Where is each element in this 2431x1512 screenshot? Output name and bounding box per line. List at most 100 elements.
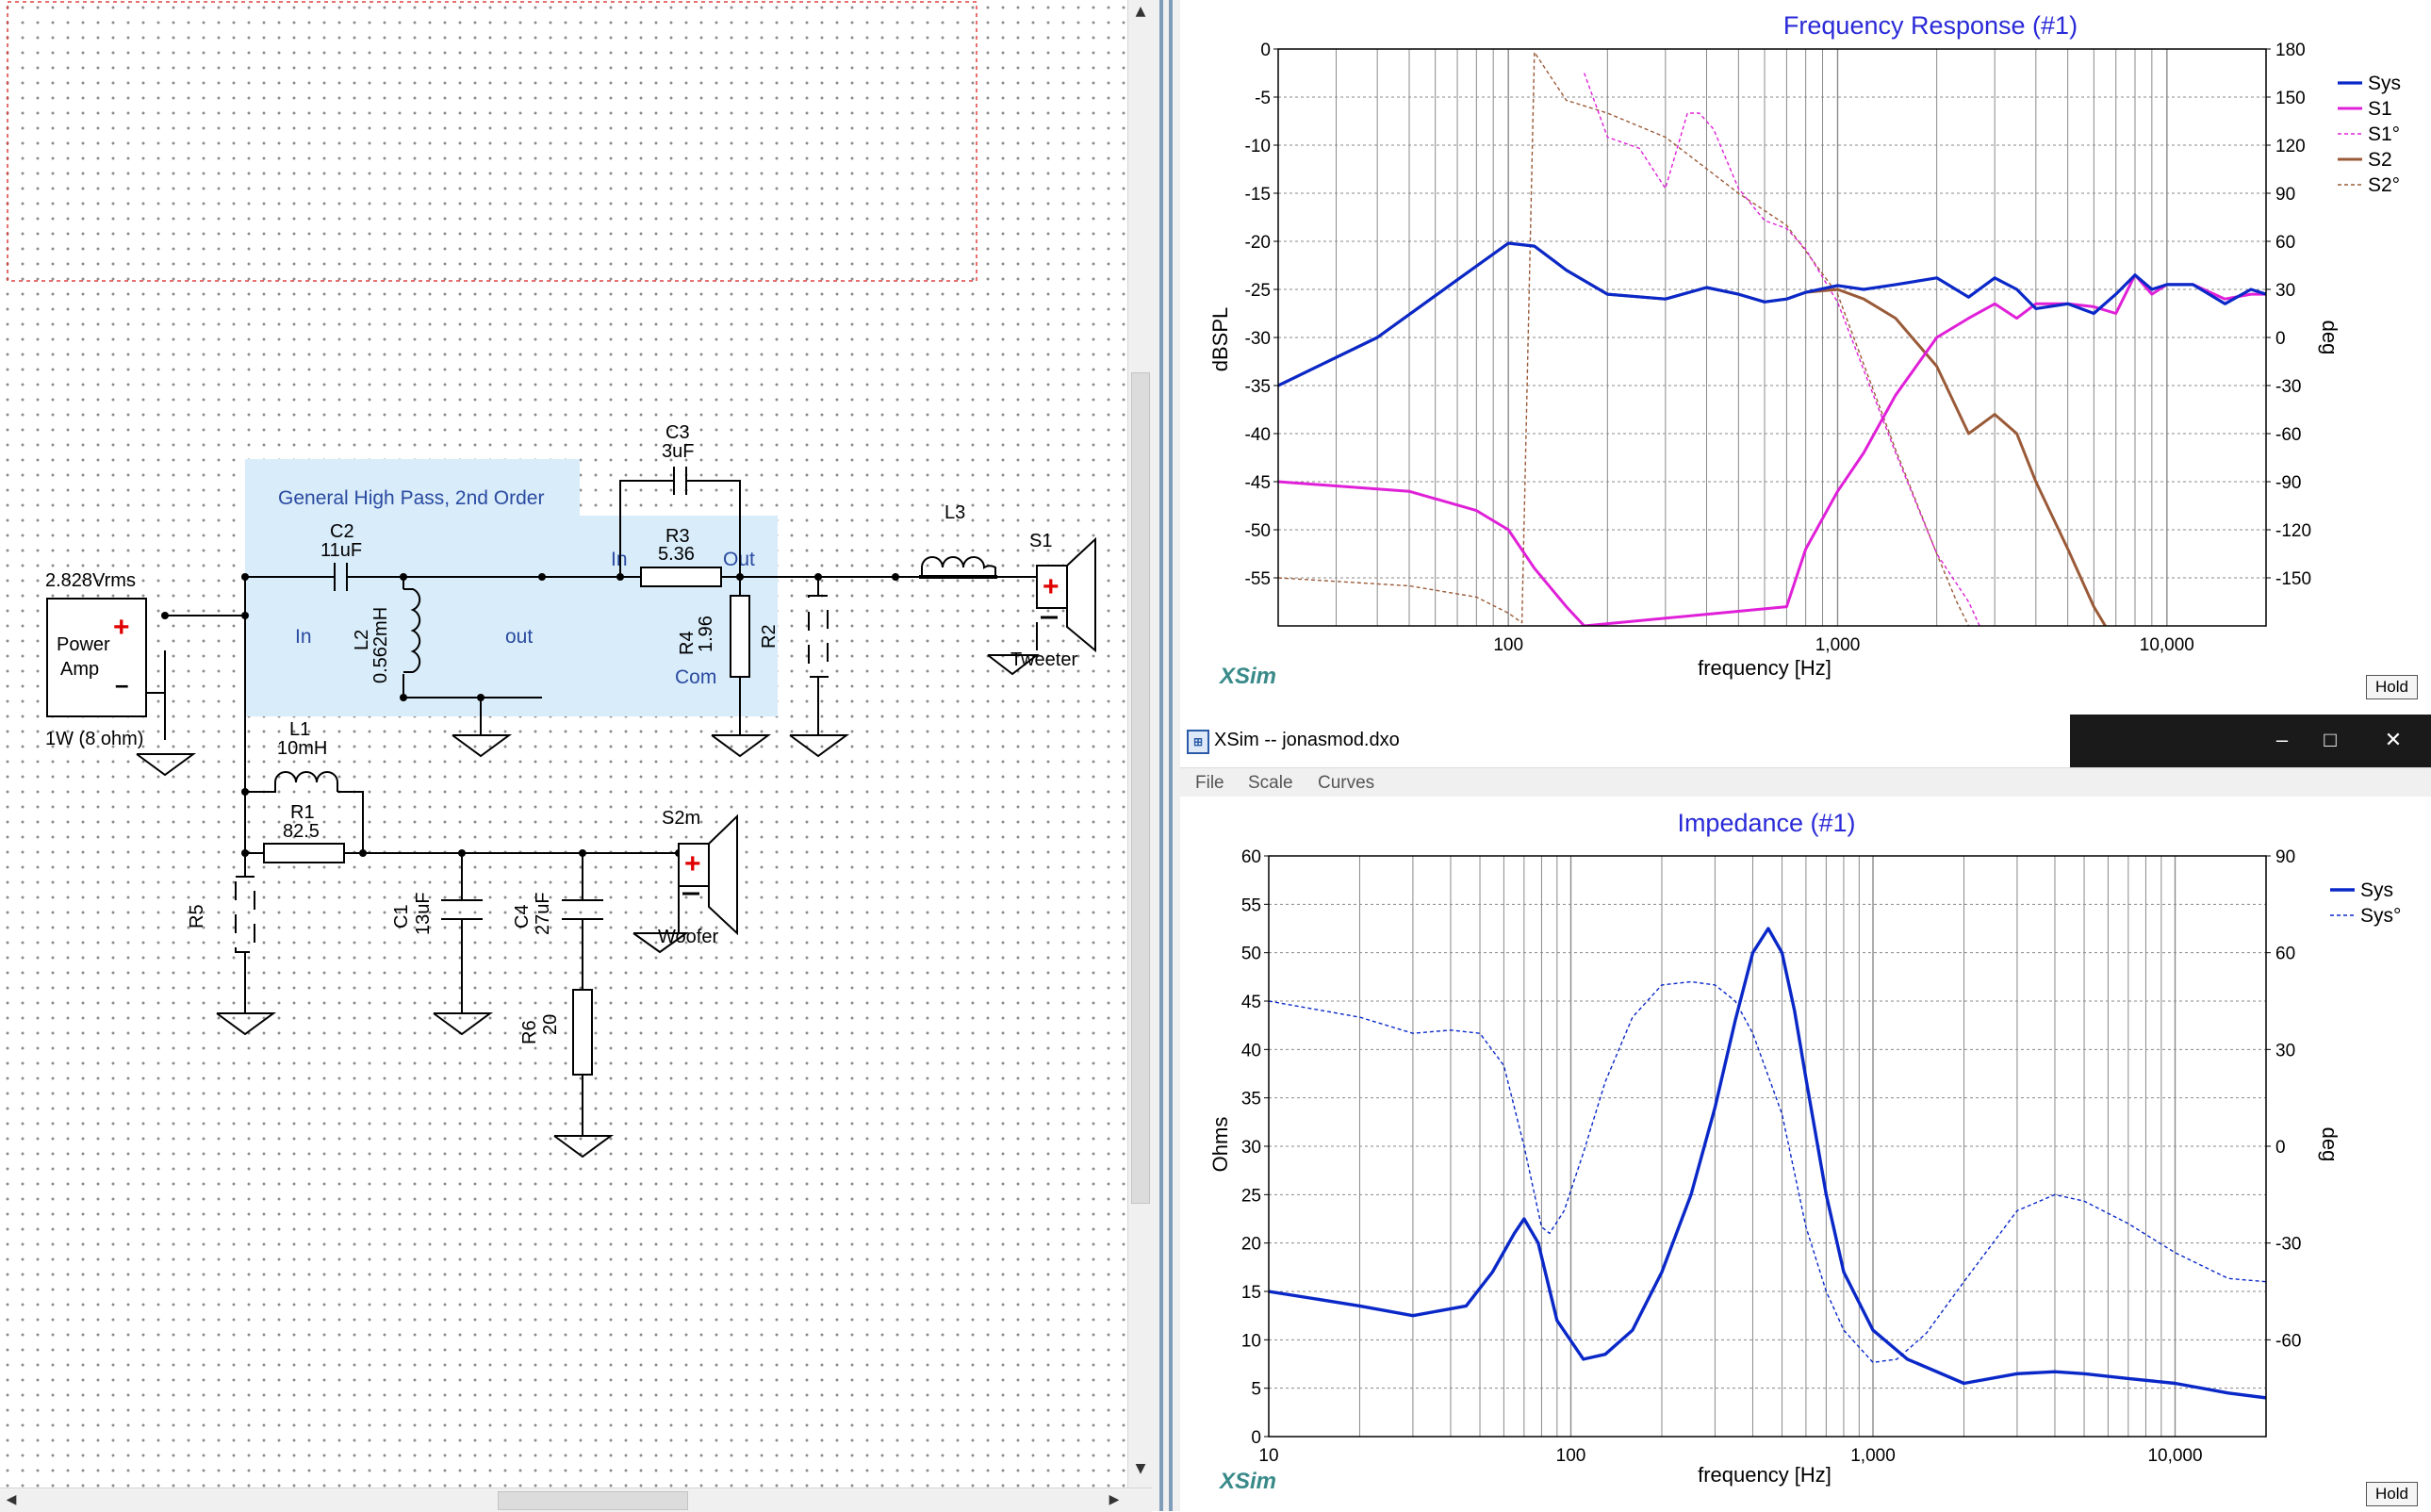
capacitor-c2[interactable]	[320, 563, 368, 591]
resistor-r4[interactable]	[730, 595, 750, 678]
right-tick-label: -90	[2275, 473, 2301, 493]
right-tick-label: 30	[2275, 1041, 2295, 1060]
right-tick-label: 60	[2275, 945, 2295, 964]
ground-symbols	[136, 654, 1040, 1159]
resistor-r3[interactable]	[640, 567, 722, 587]
c3-name: C3	[665, 422, 690, 443]
l2-value: 0.562mH	[370, 607, 391, 683]
x-tick-label: 100	[1556, 1446, 1586, 1466]
series-line-s1-phase	[1584, 73, 1980, 626]
left-tick-label: -10	[1245, 137, 1271, 156]
r1-value: 82.5	[283, 821, 320, 842]
speaker-s1[interactable]: +	[1036, 536, 1096, 653]
port-in-1: In	[295, 626, 312, 648]
left-tick-label: 5	[1251, 1380, 1261, 1400]
legend-label: S2	[2368, 149, 2392, 171]
imp-hold-button[interactable]: Hold	[2366, 1482, 2418, 1506]
close-button[interactable]: ✕	[2384, 728, 2403, 751]
window-titlebar[interactable]: ⊞ XSim -- jonasmod.dxo – □ ✕	[1180, 715, 2431, 767]
left-tick-label: -30	[1245, 329, 1271, 349]
right-tick-label: -60	[2275, 425, 2301, 445]
r2-name: R2	[759, 624, 780, 649]
l3-name: L3	[944, 502, 965, 523]
right-tick-label: 120	[2275, 137, 2306, 156]
right-tick-label: 0	[2275, 329, 2286, 349]
schematic-canvas[interactable]: General High Pass, 2nd Order In out In O…	[0, 0, 1152, 1489]
fr-series	[1278, 51, 2266, 626]
fr-chart-title: Frequency Response (#1)	[1783, 11, 2078, 40]
left-tick-label: 15	[1241, 1283, 1261, 1303]
scroll-left-icon[interactable]: ◀	[6, 1492, 17, 1507]
horizontal-scrollbar[interactable]: ◀ ▶	[0, 1487, 1152, 1512]
menu-scale[interactable]: Scale	[1248, 773, 1293, 793]
scroll-down-icon[interactable]: ▼	[1135, 1461, 1146, 1476]
fr-ylabel-left: dBSPL	[1208, 307, 1232, 372]
fr-hold-button[interactable]: Hold	[2366, 675, 2418, 699]
s2-label: Woofer	[658, 927, 718, 947]
left-tick-label: -40	[1245, 425, 1271, 445]
fr-left-axis: 0-5-10-15-20-25-30-35-40-45-50-55	[1245, 41, 1278, 589]
resistor-r5[interactable]	[235, 876, 255, 953]
series-line-sys	[1278, 241, 2266, 387]
menu-bar: File Scale Curves	[1180, 767, 2431, 797]
capacitor-c3[interactable]	[660, 467, 709, 495]
fr-grid	[1278, 49, 2266, 626]
vertical-scrollbar[interactable]: ▲ ▼	[1127, 0, 1153, 1489]
resistor-r6[interactable]	[572, 989, 593, 1076]
left-tick-label: 10	[1241, 1331, 1261, 1351]
left-tick-label: -55	[1245, 569, 1271, 589]
r6-value: 20	[540, 1014, 561, 1035]
imp-xlabel: frequency [Hz]	[1698, 1463, 1831, 1487]
series-line-s1	[1278, 273, 2266, 626]
menu-file[interactable]: File	[1195, 773, 1224, 793]
placeholder-component-1[interactable]	[808, 595, 829, 678]
left-tick-label: -25	[1245, 281, 1271, 301]
x-tick-label: 10	[1258, 1446, 1278, 1466]
series-line-s2	[1278, 241, 2107, 626]
c1-value: 13uF	[413, 892, 434, 935]
fr-ylabel-right: deg	[2318, 320, 2341, 355]
minimize-button[interactable]: –	[2275, 728, 2289, 751]
scroll-right-icon[interactable]: ▶	[1109, 1492, 1120, 1507]
horizontal-scroll-thumb[interactable]	[498, 1491, 688, 1510]
plus-icon: +	[113, 612, 130, 643]
window-title: XSim -- jonasmod.dxo	[1214, 730, 1400, 750]
inductor-l3[interactable]	[919, 556, 997, 579]
xsim-window: ⊞ XSim -- jonasmod.dxo – □ ✕ File Scale …	[1180, 715, 2431, 1511]
maximize-button[interactable]: □	[2324, 728, 2337, 751]
capacitor-c1[interactable]	[441, 896, 483, 929]
left-tick-label: 25	[1241, 1186, 1261, 1206]
speaker-s2m[interactable]: +	[678, 814, 738, 936]
scroll-up-icon[interactable]: ▲	[1135, 4, 1146, 19]
right-tick-label: -150	[2275, 569, 2311, 589]
legend-label: S2°	[2368, 174, 2400, 196]
legend-label: S1	[2368, 98, 2392, 120]
inductor-l1[interactable]	[273, 771, 338, 793]
left-tick-label: 40	[1241, 1041, 1261, 1060]
highpass-subcircuit[interactable]: General High Pass, 2nd Order In out In O…	[245, 459, 778, 716]
right-tick-label: 150	[2275, 89, 2306, 108]
app-icon: ⊞	[1187, 730, 1209, 754]
capacitor-c4[interactable]	[562, 896, 603, 929]
left-tick-label: -20	[1245, 233, 1271, 253]
left-tick-label: -50	[1245, 521, 1271, 541]
c2-value: 11uF	[320, 540, 362, 561]
subcircuit-title: General High Pass, 2nd Order	[278, 487, 544, 509]
power-amp[interactable]: Power Amp + –	[46, 598, 166, 740]
right-tick-label: 90	[2275, 185, 2295, 205]
imp-ylabel-left: Ohms	[1208, 1117, 1232, 1173]
right-tick-label: 60	[2275, 233, 2295, 253]
c3-value: 3uF	[662, 441, 694, 462]
inductor-l2[interactable]	[402, 577, 421, 673]
amp-label-2: Amp	[60, 659, 99, 680]
vertical-scroll-thumb[interactable]	[1131, 372, 1150, 1204]
x-tick-label: 100	[1493, 635, 1523, 655]
pane-splitter[interactable]	[1152, 0, 1180, 1511]
r3-name: R3	[665, 526, 690, 547]
selection-box[interactable]	[7, 1, 977, 282]
menu-curves[interactable]: Curves	[1318, 773, 1375, 793]
resistor-r1[interactable]	[263, 843, 345, 863]
right-tick-label: 90	[2275, 847, 2295, 867]
